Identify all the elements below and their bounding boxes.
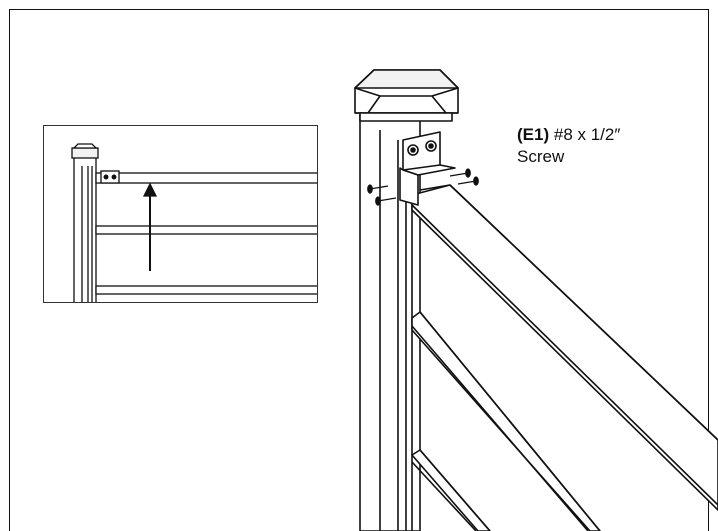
part-code: (E1)	[517, 125, 550, 144]
bracket-icon	[399, 131, 456, 206]
callout-line-1: (E1) #8 x 1/2″	[517, 124, 620, 146]
top-rail	[411, 184, 718, 511]
screw-callout: (E1) #8 x 1/2″ Screw	[517, 124, 620, 168]
lower-rail	[411, 311, 601, 531]
screw-icon	[367, 168, 479, 206]
screw-name: Screw	[517, 147, 565, 166]
inset-bottom-rail	[95, 285, 317, 295]
screw-size: #8 x 1/2″	[553, 125, 621, 144]
inset-post	[71, 143, 99, 302]
inset-mid-rail	[95, 225, 317, 235]
bottom-rail	[411, 449, 491, 531]
post-cap-icon	[354, 69, 459, 122]
inset-illustration	[71, 143, 317, 302]
inset-top-rail	[95, 172, 317, 184]
up-arrow-icon	[142, 182, 158, 271]
inset-detail	[43, 125, 318, 303]
inset-bracket-icon	[100, 170, 120, 184]
